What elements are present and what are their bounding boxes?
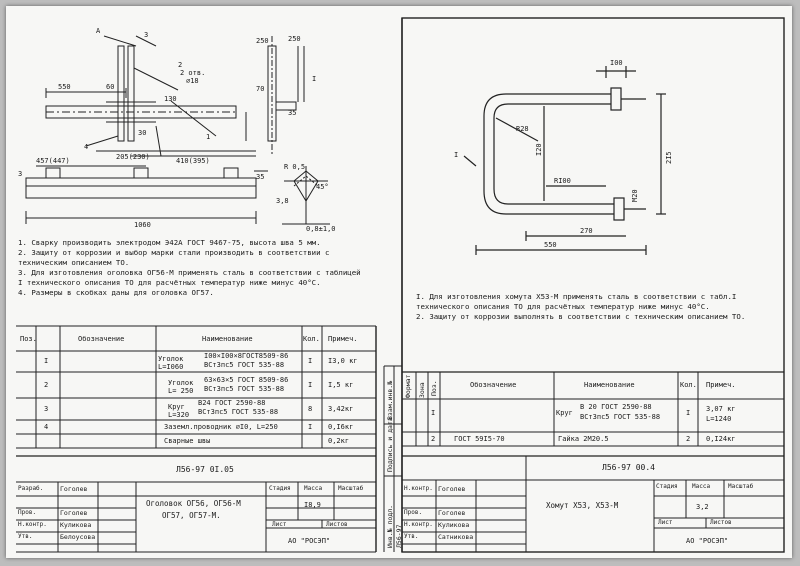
drawing-lines [16,17,785,553]
note-1: 1. Сварку производить электродом Э42А ГО… [18,238,321,247]
dim-r-120: I20 [535,143,543,156]
dim-pos3-front: 3 [18,170,23,178]
dim-r-215: 2I5 [665,151,673,164]
dim-60: 60 [106,83,115,91]
left-mass-value: I8,9 [304,501,321,509]
dim-r-roman1: I [454,151,459,159]
note-3: 3. Для изготовления оголовка ОГ56-М прим… [18,268,361,287]
dim-r-r28: R28 [516,125,529,133]
left-title-1: Оголовок ОГ56, ОГ56-М [146,499,241,508]
dim-35b: 35 [288,109,297,117]
right-sheet-label: Лист [658,519,673,526]
left-hdr-qty: Кол. [303,335,320,343]
dim-r-m20: М20 [631,189,639,202]
right-org: АО "РОСЭП" [686,537,729,545]
right-hdr-name: Наименование [584,381,635,389]
dim-38: 3,8 [276,197,289,205]
side-code: Л56-97 [395,524,403,548]
dim-70: 70 [256,85,265,93]
left-stage-label: Стадия [269,485,291,492]
right-hdr-qty: Кол. [680,381,697,389]
dim-roman1: I [312,75,317,83]
dim-45: 45° [316,183,329,191]
right-doc-code: Л56-97 00.4 [602,463,655,472]
left-doc-code: Л56-97 0I.05 [176,465,234,474]
side-label-replace: Взам.инв.№ [386,380,394,420]
dim-1060: 1060 [134,221,151,229]
note-4: 4. Размеры в скобках даны для оголовка О… [18,288,214,297]
right-hdr-format: Формат [404,374,412,398]
dim-r-r100: RI00 [554,177,571,185]
left-sheets-label: Листов [326,521,348,528]
right-mass-value: 3,2 [696,503,709,511]
left-hdr-pos: Поз. [20,335,37,343]
right-hdr-note: Примеч. [706,381,736,389]
dim-pos4: 4 [84,143,89,151]
note-r-2: 2. Защиту от коррозии выполнять в соотве… [416,312,746,321]
left-sheet-label: Лист [272,521,287,528]
dim-205: 205(230) [116,153,150,161]
right-scale-label: Масштаб [728,483,754,490]
left-scale-label: Масштаб [338,485,364,492]
right-stage-label: Стадия [656,483,678,490]
dim-pos3: 3 [144,31,149,39]
left-mass-label: Масса [304,485,323,492]
left-org: АО "РОСЭП" [288,537,331,545]
right-hdr-designation: Обозначение [470,381,517,389]
dim-a: A [96,27,101,35]
dim-pos1: 1 [206,133,211,141]
right-hdr-pos: Поз. [430,380,438,396]
dim-r-550: 550 [544,241,557,249]
dim-457: 457(447) [36,157,70,165]
dim-holes: 2 отв. [180,69,206,77]
dim-35: 35 [256,173,265,181]
note-2: 2. Защиту от коррозии и выбор марки стал… [18,248,330,267]
notes-left: 1. Сварку производить электродом Э42А ГО… [18,238,363,298]
dim-250: 250 [256,37,269,45]
dim-30: 30 [138,129,147,137]
dim-r-270: 270 [580,227,593,235]
drawing-sheet: A 3 2 2 отв. ⌀18 550 60 130 30 1 4 205(2… [6,6,792,558]
right-title: Хомут Х53, Х53-М [546,501,619,510]
dim-r-100: I00 [610,59,623,67]
right-mass-label: Масса [692,483,711,490]
notes-right: I. Для изготовления хомута Х53-М применя… [416,292,746,322]
left-hdr-designation: Обозначение [78,335,125,343]
dim-pos2: 2 [178,61,183,69]
left-hdr-note: Примеч. [328,335,358,343]
left-title-2: ОГ57, ОГ57-М. [162,511,221,520]
right-hdr-zone: Зона [418,382,426,398]
dim-250b: 250 [288,35,301,43]
dim-130: 130 [164,95,177,103]
dim-550: 550 [58,83,71,91]
left-hdr-name: Наименование [202,335,253,343]
note-r-1: I. Для изготовления хомута Х53-М применя… [416,292,737,311]
dim-r05: R 0,5 [284,163,306,171]
side-label-signature: Подпись и дата [386,417,394,472]
side-label-inv: Инв.№ подл. [386,504,394,548]
dim-dia: ⌀18 [186,77,199,85]
dim-08: 0,8±1,0 [306,225,336,233]
dim-410: 410(395) [176,157,210,165]
right-sheets-label: Листов [710,519,732,526]
